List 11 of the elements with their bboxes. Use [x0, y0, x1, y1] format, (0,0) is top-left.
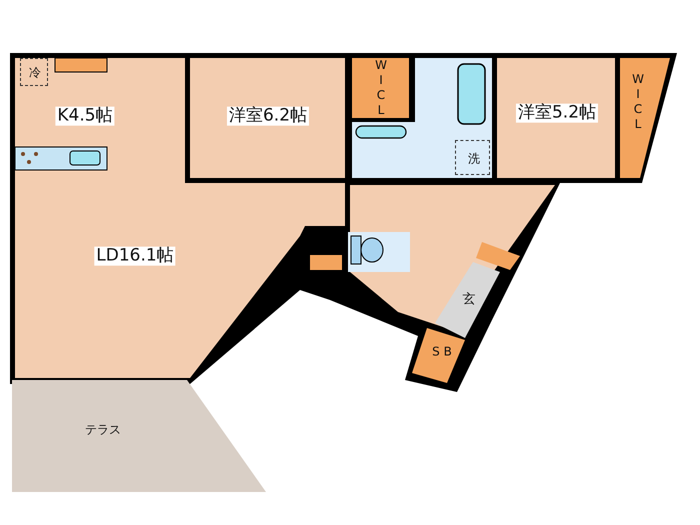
room-label: S B — [432, 345, 452, 359]
room-label: 洋室5.2帖 — [516, 104, 598, 122]
appliance-space: 洗 — [455, 140, 490, 175]
room-label: LD16.1帖 — [94, 246, 176, 266]
room-label: 洋室6.2帖 — [226, 106, 310, 126]
room-label: W I C L — [374, 58, 388, 118]
room-label: 玄 — [462, 292, 476, 308]
room-label: W I C L — [631, 72, 645, 132]
appliance-space: 冷 — [20, 58, 48, 86]
room-label: K4.5帖 — [55, 106, 115, 126]
room-label: テラス — [85, 423, 121, 437]
